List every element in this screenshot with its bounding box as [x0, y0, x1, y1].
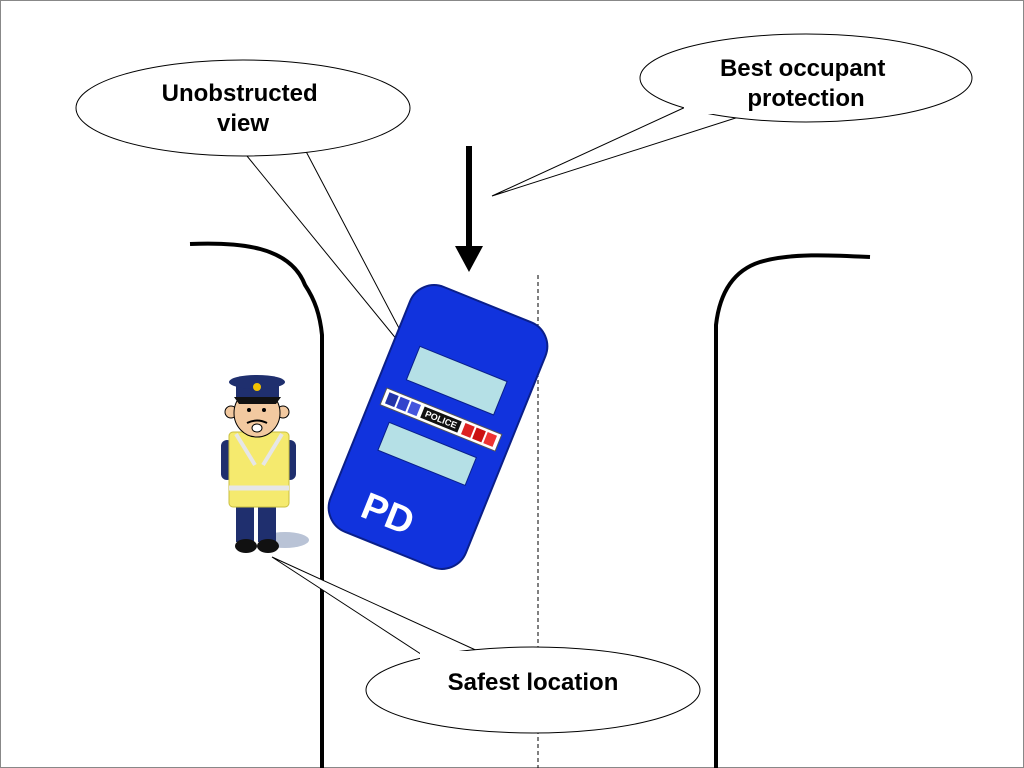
callout-label: Safest location — [448, 669, 619, 696]
callout-line-2: protection — [747, 85, 864, 112]
callout-unobstructed-view: Unobstructed view — [75, 59, 421, 369]
officer-vest — [228, 431, 290, 508]
callout-bubble — [365, 646, 701, 734]
car-rear-window — [377, 421, 477, 487]
callout-bubble — [75, 59, 411, 157]
callout-best-occupant-protection: Best occupant protection — [491, 33, 973, 197]
callout-safest-location: Safest location — [271, 556, 701, 734]
down-arrow-icon — [455, 146, 483, 272]
car-lightbar: POLICE — [379, 387, 503, 452]
callout-line-1: Best occupant — [720, 55, 885, 82]
callout-label: Unobstructed view — [162, 80, 325, 137]
callout-line-1: Unobstructed — [162, 80, 318, 107]
callout-pointer — [237, 139, 421, 369]
left-road-edge — [189, 241, 324, 768]
callout-label: Best occupant protection — [720, 55, 892, 112]
car-windshield — [405, 345, 508, 416]
callout-pointer — [491, 104, 746, 197]
callout-pointer — [271, 556, 481, 661]
police-officer-icon — [221, 375, 309, 553]
whistle-icon — [251, 423, 263, 433]
right-road-edge — [714, 253, 871, 768]
callout-line-2: view — [217, 110, 269, 137]
police-car-icon: POLICE PD — [327, 284, 549, 570]
